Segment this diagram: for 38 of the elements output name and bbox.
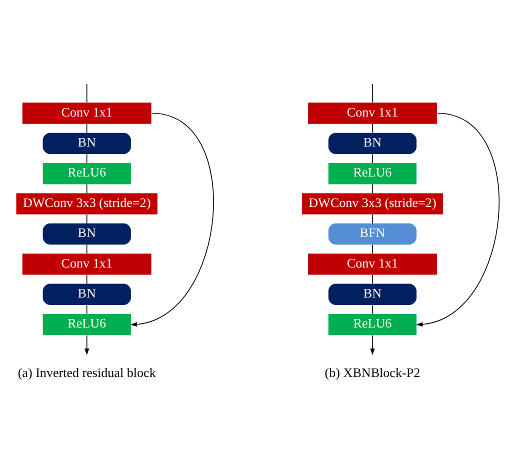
node-box: Conv 1x1: [22, 102, 152, 124]
connector: [372, 84, 373, 103]
node-box: ReLU6: [328, 314, 417, 336]
node-box: ReLU6: [42, 163, 131, 184]
node-box: Conv 1x1: [22, 254, 152, 275]
connector: [372, 154, 373, 164]
connector: [86, 274, 88, 284]
node-box: BFN: [328, 223, 417, 245]
connector: [86, 304, 88, 314]
node-box: BN: [328, 284, 417, 305]
connector: [372, 244, 373, 254]
connector: [86, 244, 88, 254]
node-box: BN: [42, 132, 131, 154]
connector: [372, 184, 373, 194]
connector: [372, 304, 373, 314]
label: (a) Inverted residual block: [18, 365, 156, 380]
node-box: DWConv 3x3 (stride=2): [302, 193, 444, 214]
arrow: [416, 112, 500, 327]
arrow: [370, 334, 375, 356]
connector: [372, 124, 373, 134]
node-box: ReLU6: [328, 163, 417, 184]
connector: [86, 184, 88, 194]
connector: [86, 154, 88, 164]
connector: [86, 84, 88, 103]
node-box: Conv 1x1: [308, 102, 437, 124]
connector: [86, 124, 88, 134]
connector: [372, 214, 373, 224]
connector: [372, 274, 373, 284]
node-box: BN: [42, 223, 131, 245]
node-box: Conv 1x1: [308, 254, 437, 275]
arrow: [84, 334, 90, 356]
node-box: BN: [328, 132, 417, 154]
node-box: ReLU6: [42, 314, 131, 336]
node-box: DWConv 3x3 (stride=2): [16, 193, 158, 214]
arrow: [130, 112, 214, 327]
label: (b) XBNBlock-P2: [324, 365, 420, 380]
node-box: BN: [42, 284, 131, 305]
connector: [86, 214, 88, 224]
